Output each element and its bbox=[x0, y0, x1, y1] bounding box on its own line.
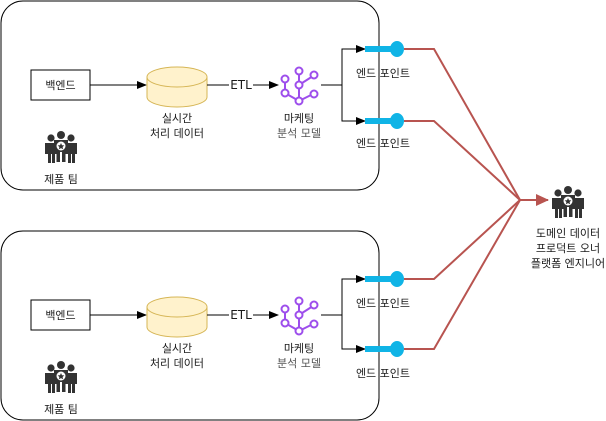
arrow-model-to-endpoint-2 bbox=[341, 315, 366, 353]
database-icon[interactable] bbox=[146, 66, 208, 108]
arrow-model-to-endpoint-1 bbox=[321, 275, 366, 316]
model-label-line2: 분석 모델 bbox=[277, 357, 321, 370]
group-container bbox=[0, 0, 380, 191]
endpoint-2-label: 엔드 포인트 bbox=[356, 137, 410, 150]
database-icon[interactable] bbox=[146, 296, 208, 338]
product-team-icon bbox=[45, 131, 77, 163]
connector-g1-e2 bbox=[404, 120, 521, 201]
model-label-line2: 분석 모델 bbox=[277, 127, 321, 140]
endpoint-2-label: 엔드 포인트 bbox=[356, 367, 410, 380]
product-team-label: 제품 팀 bbox=[44, 173, 78, 186]
connector-g1-e1 bbox=[404, 48, 521, 201]
arrow-model-to-endpoint-2 bbox=[341, 85, 366, 125]
ml-model-icon[interactable] bbox=[280, 66, 319, 106]
consumer-team-icon bbox=[552, 186, 584, 218]
group-container bbox=[0, 230, 380, 421]
backend-label: 백엔드 bbox=[45, 309, 75, 322]
consumer-label-line1: 도메인 데이터 bbox=[536, 227, 600, 240]
db-label-line2: 처리 데이터 bbox=[150, 127, 204, 140]
product-group-1: 백엔드 실시간 처리 데이터 ETL 마케팅 분석 모델 bbox=[0, 0, 410, 191]
db-label-line1: 실시간 bbox=[162, 342, 192, 355]
backend-label: 백엔드 bbox=[45, 79, 75, 92]
consumer-connectors bbox=[404, 48, 549, 350]
connector-g2-e2 bbox=[404, 199, 521, 350]
arrow-model-to-endpoint-1 bbox=[321, 45, 366, 86]
model-label-line1: 마케팅 bbox=[284, 112, 314, 125]
backend-box[interactable] bbox=[30, 69, 91, 101]
model-label-line1: 마케팅 bbox=[284, 342, 314, 355]
endpoint-1-label: 엔드 포인트 bbox=[356, 67, 410, 80]
endpoint-2[interactable] bbox=[365, 113, 404, 129]
endpoint-2[interactable] bbox=[365, 341, 404, 357]
product-team-icon bbox=[45, 361, 77, 393]
ml-model-icon[interactable] bbox=[280, 296, 319, 336]
db-label-line2: 처리 데이터 bbox=[150, 357, 204, 370]
backend-box[interactable] bbox=[30, 299, 91, 331]
product-team-label: 제품 팀 bbox=[44, 403, 78, 416]
etl-label: ETL bbox=[230, 78, 252, 92]
endpoint-1[interactable] bbox=[365, 41, 404, 57]
endpoint-1-label: 엔드 포인트 bbox=[356, 297, 410, 310]
db-label-line1: 실시간 bbox=[162, 112, 192, 125]
connector-g2-e1 bbox=[404, 199, 521, 280]
consumer-label-line2: 프로덕트 오너 bbox=[536, 242, 600, 255]
etl-label: ETL bbox=[230, 308, 252, 322]
product-group-2: 백엔드 실시간 처리 데이터 ETL 마케팅 분석 모델 bbox=[0, 230, 410, 421]
endpoint-1[interactable] bbox=[365, 271, 404, 287]
consumer-label-line3: 플랫폼 엔지니어 bbox=[531, 257, 605, 270]
